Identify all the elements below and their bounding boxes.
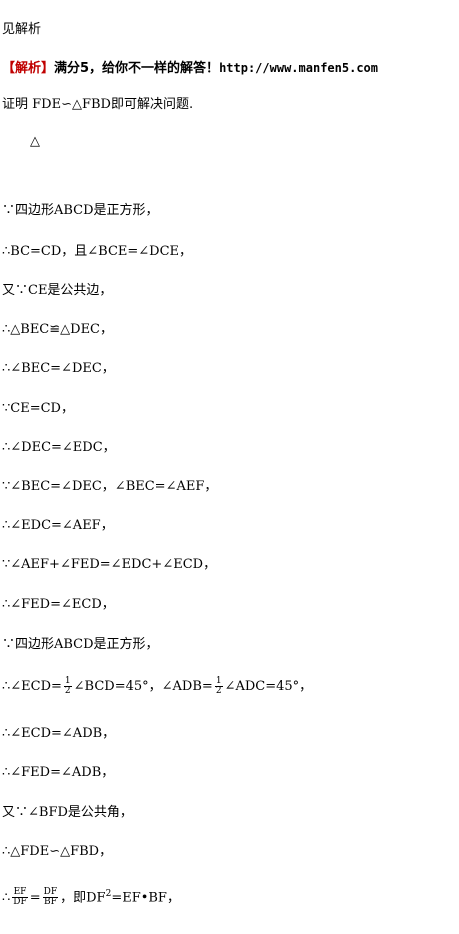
proof-line: 又∵∠BFD是公共角， bbox=[2, 805, 133, 820]
proof-text: ∴∠ECD= bbox=[2, 679, 62, 694]
proof-line: ∴∠BEC=∠DEC， bbox=[2, 361, 115, 376]
proof-line: ∵CE=CD， bbox=[2, 401, 74, 416]
proof-text: ∠BCD=45°，∠ADB= bbox=[73, 679, 213, 694]
proof-line: ∴∠FED=∠ADB， bbox=[2, 765, 115, 780]
proof-text: ∴ bbox=[2, 890, 11, 906]
proof-line: ∴∠EDC=∠AEF， bbox=[2, 518, 114, 533]
proof-line: ∴△BEC≌△DEC， bbox=[2, 322, 114, 337]
proof-text: ，即DF bbox=[60, 890, 106, 906]
proof-line: ∴△FDE∽△FBD， bbox=[2, 844, 113, 859]
triangle-symbol: △ bbox=[30, 134, 40, 149]
proof-line: 又∵CE是公共边， bbox=[2, 283, 113, 298]
proof-line: ∴∠ECD=∠ADB， bbox=[2, 726, 116, 741]
promo-text: 满分5，给你不一样的解答！ bbox=[54, 61, 220, 76]
proof-text: = bbox=[29, 890, 41, 906]
proof-text: =EF•BF， bbox=[111, 890, 180, 906]
proof-line: ∵四边形ABCD是正方形， bbox=[2, 203, 159, 218]
proof-intro: 证明 FDE∽△FBD即可解决问题. bbox=[2, 97, 194, 112]
proof-line: ∴BC=CD，且∠BCE=∠DCE， bbox=[2, 244, 193, 259]
proof-line: ∴∠DEC=∠EDC， bbox=[2, 440, 116, 455]
proof-line: ∵四边形ABCD是正方形， bbox=[2, 637, 159, 652]
proof-line: ∵∠BEC=∠DEC，∠BEC=∠AEF， bbox=[2, 479, 218, 494]
promo-url[interactable]: http://www.manfen5.com bbox=[219, 61, 379, 75]
promo-tag: 【解析】 bbox=[2, 61, 55, 76]
proof-line: ∵∠AEF+∠FED=∠EDC+∠ECD， bbox=[2, 557, 217, 572]
proof-line: ∴∠FED=∠ECD， bbox=[2, 597, 115, 612]
exponent: 2 bbox=[105, 889, 112, 899]
answer-header: 见解析 bbox=[2, 22, 42, 37]
proof-text: ∠ADC=45°， bbox=[224, 679, 313, 694]
promo-line: 【解析】满分5，给你不一样的解答！http://www.manfen5.com bbox=[2, 59, 378, 78]
